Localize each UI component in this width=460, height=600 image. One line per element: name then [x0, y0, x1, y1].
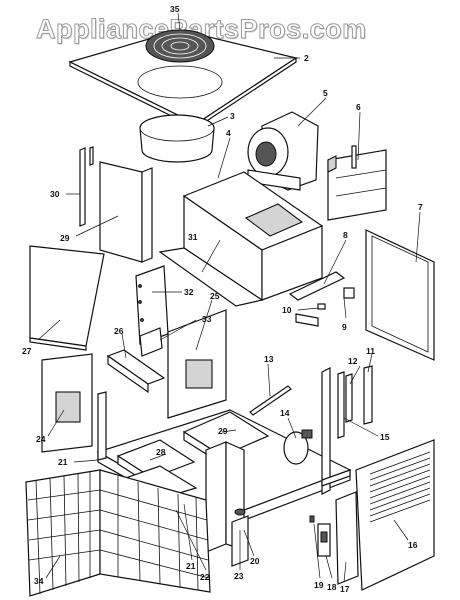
- callout-5: 5: [323, 88, 328, 98]
- part-29-side-panel[interactable]: [99, 161, 153, 263]
- part-19-screw[interactable]: [309, 515, 315, 523]
- part-27-access-panel[interactable]: [29, 245, 105, 351]
- part-31-blower-partition[interactable]: [158, 194, 323, 307]
- callout-19: 19: [314, 580, 324, 590]
- callout-25: 25: [210, 291, 220, 301]
- callout-20: 20: [250, 556, 260, 566]
- callout-4: 4: [226, 128, 231, 138]
- callout-30: 30: [50, 189, 60, 199]
- part-6-control-bracket[interactable]: [327, 145, 387, 221]
- callout-27: 27: [22, 346, 32, 356]
- callout-29: 29: [60, 233, 70, 243]
- part-15-right-frame[interactable]: [321, 367, 351, 495]
- part-21-corner-post[interactable]: [97, 391, 107, 461]
- callout-14: 14: [280, 408, 290, 418]
- callout-34: 34: [34, 576, 44, 586]
- leader-lines: [37, 12, 421, 583]
- callout-8: 8: [343, 230, 348, 240]
- part-9-bracket[interactable]: [295, 313, 319, 327]
- callout-26: 26: [114, 326, 124, 336]
- callout-32: 32: [184, 287, 194, 297]
- callout-35: 35: [170, 4, 180, 14]
- callout-28: 28: [156, 447, 166, 457]
- part-3-ring-shroud[interactable]: [139, 114, 215, 163]
- callout-24: 24: [36, 434, 46, 444]
- callout-16: 16: [408, 540, 418, 550]
- callout-11: 11: [366, 346, 375, 356]
- part-26-base-rail[interactable]: [106, 349, 166, 394]
- part-30-side-rail[interactable]: [79, 146, 94, 227]
- callout-31: 31: [188, 232, 198, 242]
- callout-13: 13: [264, 354, 274, 364]
- callout-7: 7: [418, 202, 423, 212]
- callout-22: 22: [200, 572, 210, 582]
- louvers: [369, 451, 431, 523]
- part-12-post[interactable]: [345, 373, 353, 423]
- callout-3: 3: [230, 111, 235, 121]
- callout-2: 2: [304, 53, 309, 63]
- part-25-inner-panel[interactable]: [167, 309, 227, 419]
- part-13-rod[interactable]: [249, 385, 292, 416]
- part-7-right-side-panel[interactable]: [365, 229, 435, 361]
- callout-9: 9: [342, 322, 347, 332]
- callout-21b: 21: [186, 561, 196, 571]
- part-18-switch[interactable]: [317, 523, 331, 557]
- part-10-clip[interactable]: [317, 287, 355, 310]
- part-16-service-panel[interactable]: [355, 439, 435, 591]
- callout-18: 18: [327, 582, 337, 592]
- part-33-mounting-bracket[interactable]: [139, 327, 163, 357]
- callout-labels: 35 2 3 5 6 4 30 29 31 7 8 27 32 25 10 9 …: [22, 4, 423, 594]
- part-24-front-panel[interactable]: [41, 353, 93, 453]
- top-cover-opening: [137, 65, 223, 99]
- part-34-coil-grille[interactable]: [25, 469, 211, 597]
- callout-15: 15: [380, 432, 390, 442]
- part-35-fan-grille[interactable]: [145, 29, 215, 63]
- callout-10: 10: [282, 305, 292, 315]
- callout-17: 17: [340, 584, 350, 594]
- callout-23: 23: [234, 571, 244, 581]
- callout-21a: 21: [58, 457, 68, 467]
- part-8-baffle[interactable]: [288, 271, 346, 301]
- part-5-blower-housing[interactable]: [247, 111, 319, 191]
- callout-6: 6: [356, 102, 361, 112]
- part-11-post[interactable]: [363, 365, 373, 425]
- callout-29b: 29: [218, 426, 228, 436]
- callout-33: 33: [202, 314, 212, 324]
- part-28-drain-pan[interactable]: [116, 439, 198, 501]
- part-14-motor[interactable]: [283, 429, 313, 465]
- callout-12: 12: [348, 356, 358, 366]
- part-17-control-panel[interactable]: [335, 491, 359, 585]
